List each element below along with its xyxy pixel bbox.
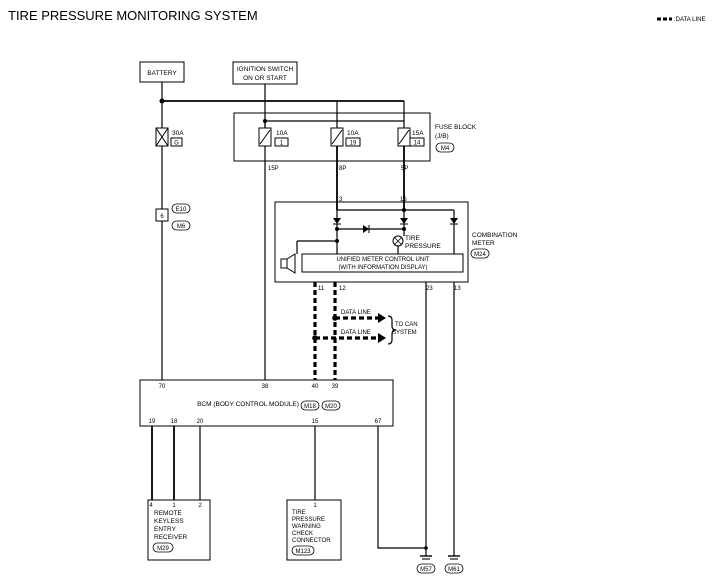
to-can-label-2: SYSTEM bbox=[392, 330, 417, 336]
joint-conn-1: E10 bbox=[176, 207, 187, 213]
combination-meter-box bbox=[274, 201, 469, 283]
unit-label-2: (WITH INFORMATION DISPLAY) bbox=[338, 265, 427, 271]
diode-icon bbox=[450, 218, 458, 225]
bcm-pin-70: 70 bbox=[159, 384, 166, 390]
svg-text:M57: M57 bbox=[420, 567, 432, 573]
svg-text:M29: M29 bbox=[157, 546, 169, 552]
fusible-link-id: G bbox=[174, 141, 179, 147]
tire-pressure-lamp-icon bbox=[392, 235, 404, 247]
fuse-1-terminal: 15P bbox=[268, 166, 279, 172]
fuse-3: 15A 14 5P bbox=[397, 127, 425, 172]
svg-text:M123: M123 bbox=[295, 549, 311, 555]
svg-text:CONNECTOR: CONNECTOR bbox=[292, 538, 331, 544]
ignition-switch-box: IGNITION SWITCH ON OR START bbox=[232, 61, 298, 85]
svg-text:WARNING: WARNING bbox=[292, 524, 321, 530]
diode-icon bbox=[333, 218, 341, 225]
joint-connector: 6 E10 M6 bbox=[155, 203, 191, 231]
battery-box: BATTERY bbox=[139, 61, 185, 83]
bcm-pin-18: 18 bbox=[171, 419, 178, 425]
fusible-link-rating: 30A bbox=[172, 130, 184, 137]
svg-text:M18: M18 bbox=[304, 404, 316, 410]
bcm-box bbox=[139, 379, 394, 427]
ground-icon bbox=[420, 546, 432, 560]
lamp-label-2: PRESSURE bbox=[405, 243, 441, 250]
fuse-1-id: 1 bbox=[280, 141, 284, 147]
fuse-3-id: 14 bbox=[414, 141, 421, 147]
buzzer-icon bbox=[280, 253, 296, 274]
meter-pin-11: 11 bbox=[318, 286, 325, 292]
receiver-pin-1: 1 bbox=[172, 503, 176, 509]
joint-conn-2: M6 bbox=[177, 224, 186, 230]
fuse-2: 10A 19 8P bbox=[330, 127, 361, 172]
unit-label-1: UNIFIED METER CONTROL UNIT bbox=[336, 257, 429, 263]
joint-pin: 6 bbox=[160, 214, 164, 220]
svg-text:ENTRY: ENTRY bbox=[154, 526, 177, 533]
svg-text:KEYLESS: KEYLESS bbox=[154, 518, 184, 525]
bcm-pin-38: 38 bbox=[262, 384, 269, 390]
fuse-1-rating: 10A bbox=[276, 130, 288, 137]
svg-text:M61: M61 bbox=[448, 567, 460, 573]
bcm-label: BCM (BODY CONTROL MODULE) bbox=[197, 401, 299, 408]
fuse-2-terminal: 8P bbox=[339, 166, 346, 172]
meter-pin-16: 16 bbox=[400, 197, 407, 203]
bcm-connector-1 bbox=[300, 400, 320, 411]
receiver-pin-2: 2 bbox=[198, 503, 202, 509]
diode-icon bbox=[400, 218, 408, 225]
ground-connector-1 bbox=[416, 563, 436, 574]
bcm-pin-15: 15 bbox=[312, 419, 319, 425]
fuse-2-id: 19 bbox=[350, 141, 357, 147]
ignition-label-2: ON OR START bbox=[243, 75, 287, 82]
ground-icon bbox=[448, 548, 460, 560]
ground-connector-2 bbox=[444, 563, 464, 574]
bcm-pin-20: 20 bbox=[197, 419, 204, 425]
to-can-label-1: TO CAN bbox=[395, 322, 418, 328]
legend: :DATA LINE bbox=[657, 17, 705, 23]
svg-text:M20: M20 bbox=[325, 404, 337, 410]
page-title: TIRE PRESSURE MONITORING SYSTEM bbox=[8, 8, 258, 23]
meter-pin-13: 13 bbox=[454, 286, 461, 292]
check-connector-pin: 1 bbox=[313, 503, 317, 509]
fuse-block-connector bbox=[435, 142, 455, 153]
ignition-label-1: IGNITION SWITCH bbox=[237, 66, 294, 73]
fuse-block-box bbox=[233, 112, 431, 162]
bcm-pin-40: 40 bbox=[312, 384, 319, 390]
data-line-label-1: DATA LINE bbox=[341, 310, 371, 316]
receiver-connector bbox=[152, 542, 174, 553]
legend-label: :DATA LINE bbox=[674, 17, 705, 23]
fuse-block-connector-label: M4 bbox=[441, 146, 450, 152]
fuse-2-rating: 10A bbox=[347, 130, 359, 137]
svg-text:TIRE: TIRE bbox=[292, 510, 306, 516]
bcm-connector-2 bbox=[321, 400, 341, 411]
combination-meter-label-1: COMBINATION bbox=[472, 232, 518, 239]
combination-meter-connector-label: M24 bbox=[474, 252, 486, 258]
meter-pin-3: 3 bbox=[339, 197, 343, 203]
fuse-block-label-2: (J/B) bbox=[435, 133, 449, 140]
fuse-1: 10A 1 15P bbox=[258, 127, 289, 172]
data-line-label-2: DATA LINE bbox=[341, 330, 371, 336]
meter-pin-12: 12 bbox=[339, 286, 346, 292]
svg-text:RECEIVER: RECEIVER bbox=[154, 534, 188, 541]
diode-icon bbox=[363, 225, 370, 233]
svg-text:PRESSURE: PRESSURE bbox=[292, 517, 325, 523]
svg-text:REMOTE: REMOTE bbox=[154, 510, 182, 517]
splice-dot bbox=[159, 98, 165, 104]
combination-meter-label-2: METER bbox=[472, 240, 495, 247]
fuse-block-label-1: FUSE BLOCK bbox=[435, 124, 477, 131]
bcm-pin-39: 39 bbox=[332, 384, 339, 390]
meter-pin-23: 23 bbox=[426, 286, 433, 292]
fuse-3-rating: 15A bbox=[412, 130, 424, 137]
battery-label: BATTERY bbox=[147, 70, 177, 77]
svg-text:CHECK: CHECK bbox=[292, 531, 313, 537]
combination-meter-connector bbox=[470, 248, 490, 259]
check-connector-id bbox=[291, 545, 315, 556]
bcm-pin-19: 19 bbox=[149, 419, 156, 425]
lamp-label-1: TIRE bbox=[405, 235, 420, 242]
fusible-link: 30A G bbox=[155, 127, 184, 147]
bcm-pin-67: 67 bbox=[375, 419, 382, 425]
unified-meter-control-unit bbox=[301, 253, 464, 273]
receiver-pin-4: 4 bbox=[149, 503, 153, 509]
